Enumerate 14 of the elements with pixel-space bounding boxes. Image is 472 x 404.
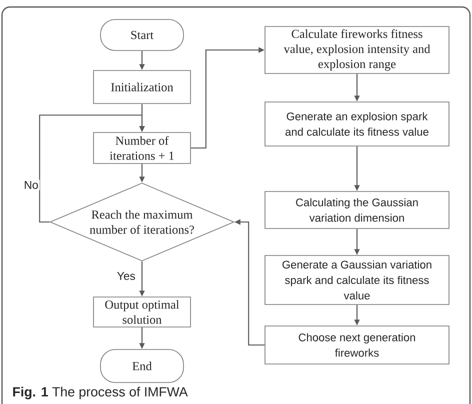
process-box: Calculate fireworks fitness value, explosion intensity and explosion range xyxy=(264,26,450,74)
edge-label: No xyxy=(22,180,40,190)
arrow xyxy=(39,114,145,223)
terminal-box: End xyxy=(100,349,184,383)
process-box: Initialization xyxy=(93,70,191,104)
terminal-box: Start xyxy=(100,19,184,51)
figure-caption: Fig. 1 The process of IMFWA xyxy=(13,386,188,400)
edge-label: Yes xyxy=(116,270,137,282)
process-box: Calculating the Gaussian variation dimension xyxy=(264,191,450,229)
process-box: Generate a Gaussian variation spark and calculate its fitness value xyxy=(264,255,450,305)
process-box: Choose next generation fireworks xyxy=(264,326,450,364)
process-box: Number of iterations + 1 xyxy=(93,132,191,164)
process-box: Output optimal solution xyxy=(93,296,191,328)
process-box: Generate an explosion spark and calculate its fitness value xyxy=(264,102,450,146)
